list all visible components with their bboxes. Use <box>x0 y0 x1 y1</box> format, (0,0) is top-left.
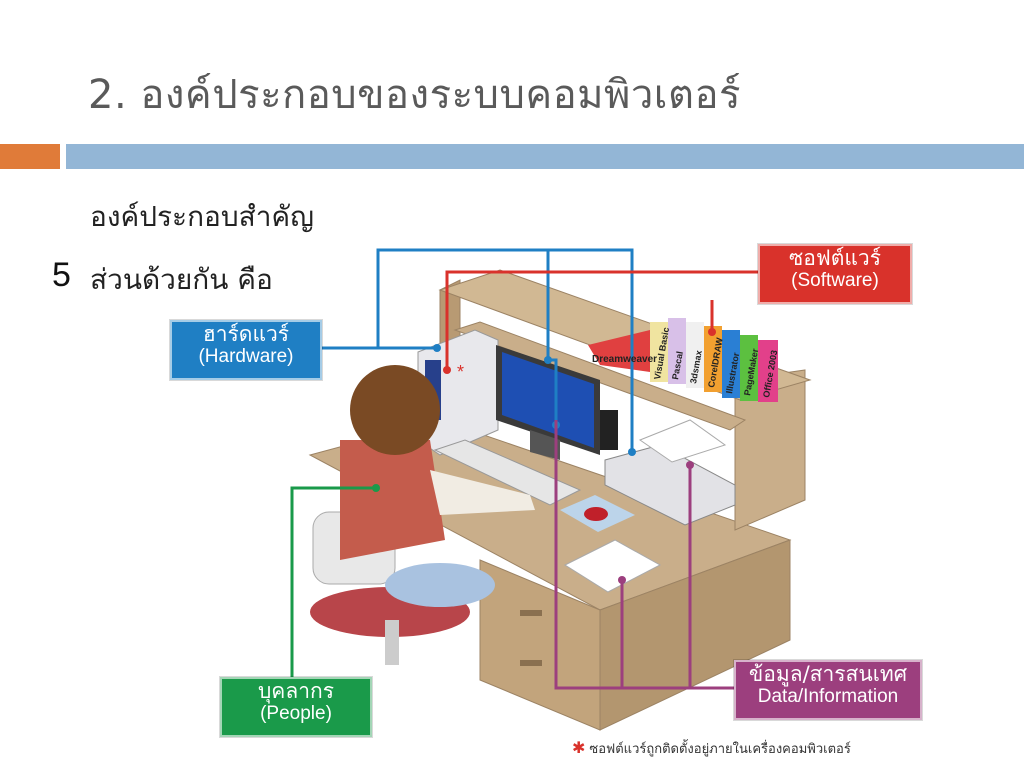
book-spine-label: Pascal <box>670 351 685 381</box>
keyboard <box>433 439 582 506</box>
mouse <box>584 507 608 521</box>
people-connectors <box>290 486 376 677</box>
document-paper <box>563 539 662 593</box>
person-arm <box>430 470 535 515</box>
footnote-text: ซอฟต์แวร์ถูกติดตั้งอยู่ภายในเครื่องคอมพิ… <box>589 742 851 757</box>
software-label-th: ซอฟต์แวร์ <box>789 246 881 270</box>
printer-paper <box>638 419 727 463</box>
book-spine-label: Dreamweaver <box>592 354 657 365</box>
drawer-handle <box>520 660 542 666</box>
data-connectors <box>554 420 734 690</box>
person-head <box>350 365 440 455</box>
people-label-en: (People) <box>260 703 332 724</box>
hardware-label-th: ฮาร์ดแวร์ <box>202 322 290 346</box>
monitor-stand <box>530 430 560 460</box>
monitor-screen <box>502 352 594 448</box>
body-line-2: ส่วนด้วยกัน คือ <box>90 263 273 296</box>
person-body <box>340 440 445 560</box>
title-accent-bar-blue <box>66 144 1024 169</box>
software-label: ซอฟต์แวร์ (Software) <box>758 244 912 304</box>
title-accent-bar-orange <box>0 144 60 169</box>
body-line-1: องค์ประกอบสำคัญ <box>90 200 315 233</box>
software-connectors <box>445 270 758 370</box>
data-label-th: ข้อมูล/สารสนเทศ <box>748 662 908 686</box>
chair-post <box>385 620 399 665</box>
hardware-label: ฮาร์ดแวร์ (Hardware) <box>170 320 322 380</box>
people-label: บุคลากร (People) <box>220 677 372 737</box>
asterisk-icon: ✱ <box>572 738 586 757</box>
svg-text:*: * <box>457 362 464 382</box>
slide-title: 2. องค์ประกอบของระบบคอมพิวเตอร์ <box>88 72 741 118</box>
data-label: ข้อมูล/สารสนเทศ Data/Information <box>734 660 922 720</box>
software-books <box>588 318 778 402</box>
data-label-en: Data/Information <box>757 686 899 707</box>
people-label-th: บุคลากร <box>257 679 335 703</box>
software-label-en: (Software) <box>791 270 879 291</box>
footnote: ✱ซอฟต์แวร์ถูกติดตั้งอยู่ภายในเครื่องคอมพ… <box>572 738 851 759</box>
drawer-handle <box>520 610 542 616</box>
bullet-number: 5 <box>52 256 71 294</box>
person-legs <box>385 563 495 607</box>
hardware-label-en: (Hardware) <box>198 346 294 367</box>
speaker <box>600 410 618 450</box>
hutch-shelf-lower <box>453 321 747 431</box>
